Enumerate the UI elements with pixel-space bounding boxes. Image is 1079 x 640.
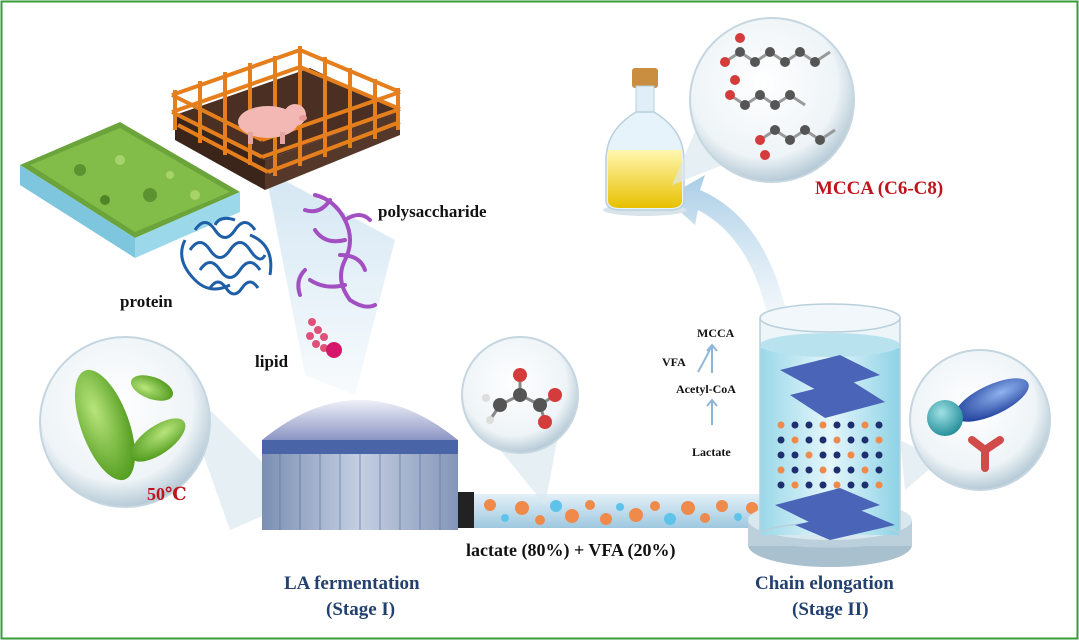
- reactor-particle: [819, 481, 827, 489]
- reactor-particle: [833, 421, 841, 429]
- reactor-particle: [805, 421, 813, 429]
- reactor-particle: [833, 451, 841, 459]
- label-polysaccharide: polysaccharide: [378, 202, 487, 221]
- reactor-particle: [861, 451, 869, 459]
- pig-pen-icon: [171, 46, 401, 190]
- microbe-community-icon: [900, 349, 1051, 491]
- pipe-bubble: [700, 513, 710, 523]
- reactor-particle: [875, 466, 883, 474]
- pipe-bubble: [734, 513, 742, 521]
- pipe-bubble: [716, 500, 728, 512]
- reactor-particle: [861, 436, 869, 444]
- reactor-particle: [791, 436, 799, 444]
- reactor-particle: [847, 451, 855, 459]
- pipe-bubble: [501, 514, 509, 522]
- reactor-particle: [875, 451, 883, 459]
- stage1-subtitle: (Stage I): [326, 599, 396, 620]
- reactor-particle: [791, 421, 799, 429]
- pathway-acetyl-coa: Acetyl-CoA: [676, 382, 736, 396]
- lipid-icon: [306, 318, 342, 358]
- reactor-particle: [791, 481, 799, 489]
- digester-tank-icon: [262, 400, 474, 530]
- reactor-particle: [861, 466, 869, 474]
- protein-structure-icon: [180, 216, 273, 296]
- lactate-molecule-icon: [461, 336, 579, 505]
- grass-field-icon: [20, 122, 240, 258]
- pipe-bubble: [681, 501, 695, 515]
- pathway-arrows: [697, 343, 718, 425]
- pipe-bubble: [550, 500, 562, 512]
- reactor-particle: [875, 436, 883, 444]
- label-temperature: 50℃: [147, 484, 187, 504]
- reactor-particle: [833, 481, 841, 489]
- pipe-bubble: [515, 501, 529, 515]
- reactor-particle: [805, 481, 813, 489]
- polysaccharide-icon: [296, 193, 377, 309]
- reactor-particle: [833, 436, 841, 444]
- pipe-bubble: [600, 513, 612, 525]
- reactor-particle: [805, 451, 813, 459]
- reactor-particle: [833, 466, 841, 474]
- transfer-pipe: [474, 494, 770, 528]
- reactor-particle: [847, 481, 855, 489]
- reactor-particle: [791, 466, 799, 474]
- pipe-bubble: [746, 502, 758, 514]
- feedstock-funnel: [265, 170, 395, 395]
- pipe-bubble: [629, 508, 643, 522]
- label-mcca-product: MCCA (C6-C8): [815, 178, 944, 199]
- stage2-title: Chain elongation: [755, 573, 894, 594]
- reactor-particle: [847, 466, 855, 474]
- reactor-particle: [777, 481, 785, 489]
- reactor-particle: [819, 421, 827, 429]
- pipe-bubble: [535, 515, 545, 525]
- pipe-bubble: [616, 503, 624, 511]
- reactor-particle: [875, 481, 883, 489]
- product-arrow: [665, 175, 790, 330]
- pipe-bubble: [664, 513, 676, 525]
- reactor-particle: [777, 451, 785, 459]
- reactor-particle: [777, 421, 785, 429]
- label-stream-composition: lactate (80%) + VFA (20%): [466, 540, 676, 560]
- pipe-bubble: [650, 501, 660, 511]
- pathway-mcca: MCCA: [697, 326, 735, 340]
- stage1-title: LA fermentation: [284, 573, 420, 594]
- reactor-particle: [777, 436, 785, 444]
- label-protein: protein: [120, 292, 173, 311]
- reactor-particle: [805, 436, 813, 444]
- oil-bottle-icon: [603, 68, 687, 216]
- pipe-bubble: [484, 499, 496, 511]
- reactor-particle: [805, 466, 813, 474]
- reactor-particle: [819, 466, 827, 474]
- pipe-bubble: [565, 509, 579, 523]
- reactor-particle: [791, 451, 799, 459]
- reactor-particle: [861, 481, 869, 489]
- reactor-particle: [861, 421, 869, 429]
- pathway-vfa: VFA: [662, 355, 686, 369]
- reactor-particle: [819, 436, 827, 444]
- reactor-column-icon: [748, 303, 912, 567]
- label-lipid: lipid: [255, 352, 289, 371]
- pathway-lactate: Lactate: [692, 445, 731, 459]
- reactor-particle: [847, 436, 855, 444]
- reactor-particle: [875, 421, 883, 429]
- reactor-particle: [847, 421, 855, 429]
- reactor-particle: [819, 451, 827, 459]
- mcca-molecule-icon: [672, 17, 855, 185]
- pipe-bubble: [585, 500, 595, 510]
- stage2-subtitle: (Stage II): [792, 599, 869, 620]
- reactor-particle: [777, 466, 785, 474]
